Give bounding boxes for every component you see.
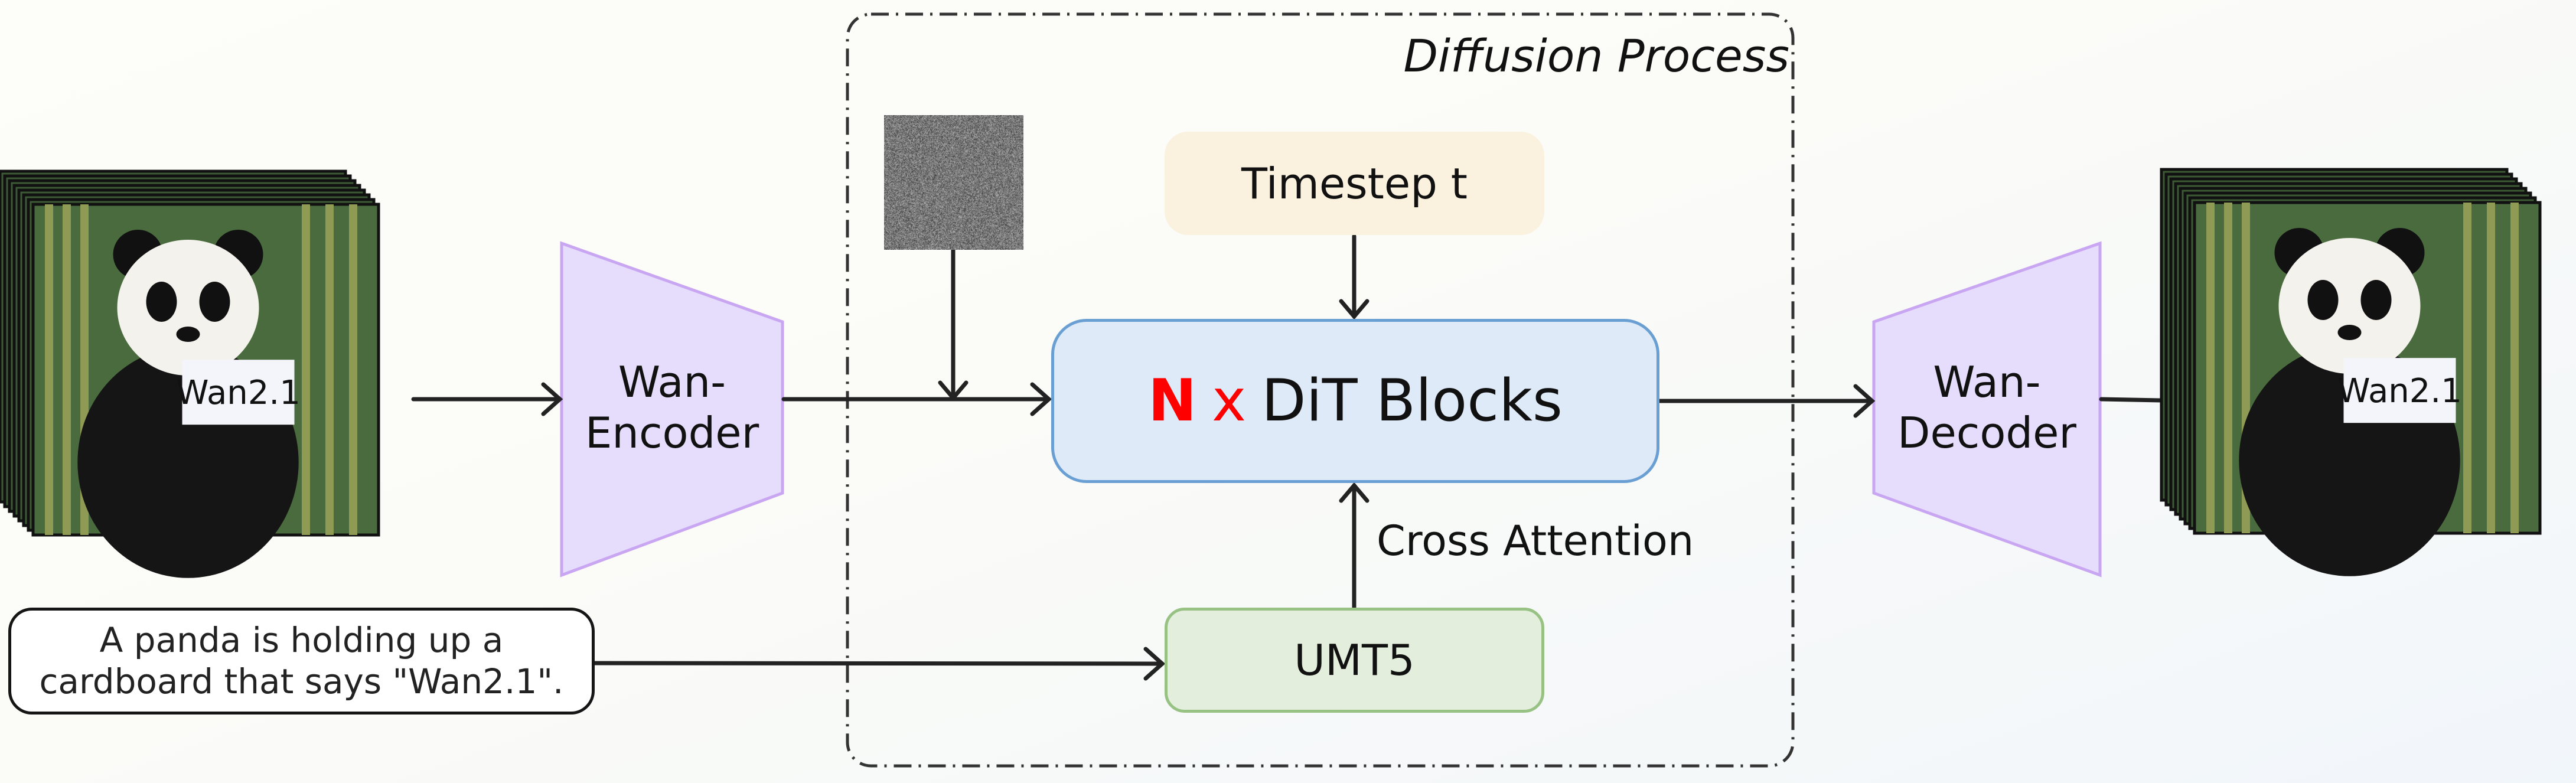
output-video-frames: Wan2.1: [2161, 169, 2540, 576]
dit-blocks-box: N x DiT Blocks: [1051, 319, 1659, 483]
timestep-box: Timestep t: [1165, 132, 1544, 235]
arrow-prompt-to-umt5: [595, 663, 1162, 664]
encoder-line2: Encoder: [585, 407, 759, 458]
decoder-line1: Wan-: [1933, 357, 2040, 407]
noise-latent-image: [884, 115, 1023, 250]
input-video-frames: Wan2.1: [0, 171, 379, 578]
dit-times-symbol: x: [1212, 367, 1246, 435]
panda-head: [118, 240, 259, 376]
cross-attention-label: Cross Attention: [1377, 517, 1694, 565]
diffusion-process-title: Diffusion Process: [1404, 30, 1790, 82]
panda-head: [2279, 238, 2421, 374]
sign-text: Wan2.1: [2337, 372, 2462, 410]
prompt-line2: cardboard that says "Wan2.1".: [40, 661, 564, 703]
decoder-line2: Decoder: [1897, 407, 2076, 458]
encoder-line1: Wan-: [618, 357, 726, 407]
wan-decoder-label: Wan- Decoder: [1874, 322, 2100, 493]
dit-count-n: N: [1148, 367, 1196, 435]
sign-text: Wan2.1: [176, 374, 301, 412]
dit-label: DiT Blocks: [1261, 367, 1563, 435]
front-frame: Wan2.1: [2195, 203, 2540, 576]
umt5-label: UMT5: [1294, 635, 1415, 685]
umt5-box: UMT5: [1165, 608, 1544, 713]
front-frame: Wan2.1: [33, 204, 379, 578]
prompt-line1: A panda is holding up a: [100, 620, 504, 661]
wan-encoder-label: Wan- Encoder: [562, 322, 782, 493]
text-prompt-box: A panda is holding up a cardboard that s…: [8, 608, 595, 715]
timestep-label: Timestep t: [1241, 159, 1468, 208]
